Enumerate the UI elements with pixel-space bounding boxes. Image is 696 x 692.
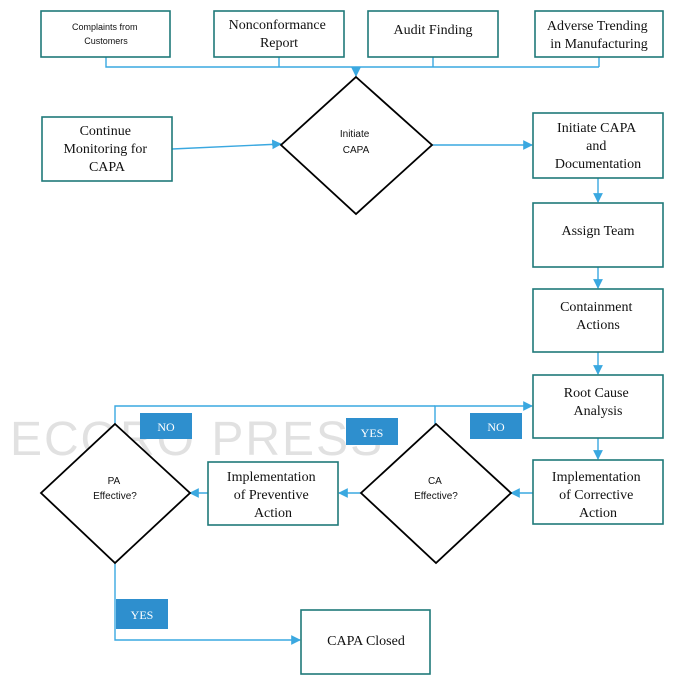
node-continue-monitoring: Continue Monitoring for CAPA <box>41 116 173 182</box>
svg-text:CA Effective?: CA Effective? <box>414 476 458 502</box>
watermark-brand: ECORO PRESS <box>10 413 384 466</box>
watermark: ECORO PRESS <box>10 413 384 466</box>
node-assign-team: Assign Team <box>532 202 664 268</box>
svg-text:NO: NO <box>157 420 175 434</box>
tag-pa-no: NO <box>140 413 192 439</box>
svg-text:CAPA Closed: CAPA Closed <box>327 634 405 649</box>
svg-text:Complaints from Customer: Complaints from Customers <box>72 22 140 46</box>
tag-ca-yes: YES <box>346 418 398 445</box>
connector-continue-to-initiate <box>171 139 282 150</box>
node-implementation-preventive: Implementation of Preventive Action <box>207 461 339 526</box>
node-root-cause-analysis: Root Cause Analysis <box>532 374 664 439</box>
connector-pa-yes <box>114 563 301 645</box>
svg-text:PA Effective?: PA Effective? <box>93 476 137 502</box>
svg-text:YES: YES <box>361 426 384 440</box>
svg-text:Continue Monitoring for: Continue Monitoring for CAPA <box>63 124 150 175</box>
tag-pa-yes: YES <box>116 599 168 629</box>
svg-text:Audit Finding: Audit Finding <box>394 23 473 38</box>
node-containment-actions: Containment Actions <box>532 288 664 353</box>
svg-text:Implementation of Correc: Implementation of Corrective Action <box>552 470 644 521</box>
node-audit-finding: Audit Finding <box>367 10 499 58</box>
svg-text:Adverse Trending in Manu: Adverse Trending in Manufacturing <box>547 19 651 52</box>
svg-text:Assign Team: Assign Team <box>561 224 634 239</box>
node-initiate-documentation: Initiate CAPA and Documentation <box>532 112 664 179</box>
svg-text:Initiate CAPA: Initiate CAPA <box>340 129 372 156</box>
svg-text:Root Cause Analysis: Root Cause Analysis <box>564 386 632 419</box>
decision-ca-effective: CA Effective? <box>359 422 513 565</box>
connectors <box>105 57 603 645</box>
node-complaints: Complaints from Customers <box>40 10 171 58</box>
node-nonconformance: Nonconformance Report <box>213 10 345 58</box>
node-capa-closed: CAPA Closed <box>300 609 431 675</box>
decision-initiate-capa: Initiate CAPA <box>279 75 434 216</box>
tag-ca-no: NO <box>470 413 522 439</box>
node-adverse-trending: Adverse Trending in Manufacturing <box>534 10 664 58</box>
svg-text:Initiate CAPA and: Initiate CAPA and Documentation <box>555 121 641 172</box>
svg-text:NO: NO <box>487 420 505 434</box>
node-implementation-corrective: Implementation of Corrective Action <box>532 459 664 525</box>
svg-text:YES: YES <box>131 608 154 622</box>
connector-inputs-bus <box>105 57 599 68</box>
svg-text:Containment Actions: Containment Actions <box>560 300 636 333</box>
svg-text:Implementation of Preven: Implementation of Preventive Action <box>227 470 319 521</box>
svg-text:Nonconformance Report: Nonconformance Report <box>229 18 330 51</box>
decision-pa-effective: PA Effective? <box>39 422 192 565</box>
